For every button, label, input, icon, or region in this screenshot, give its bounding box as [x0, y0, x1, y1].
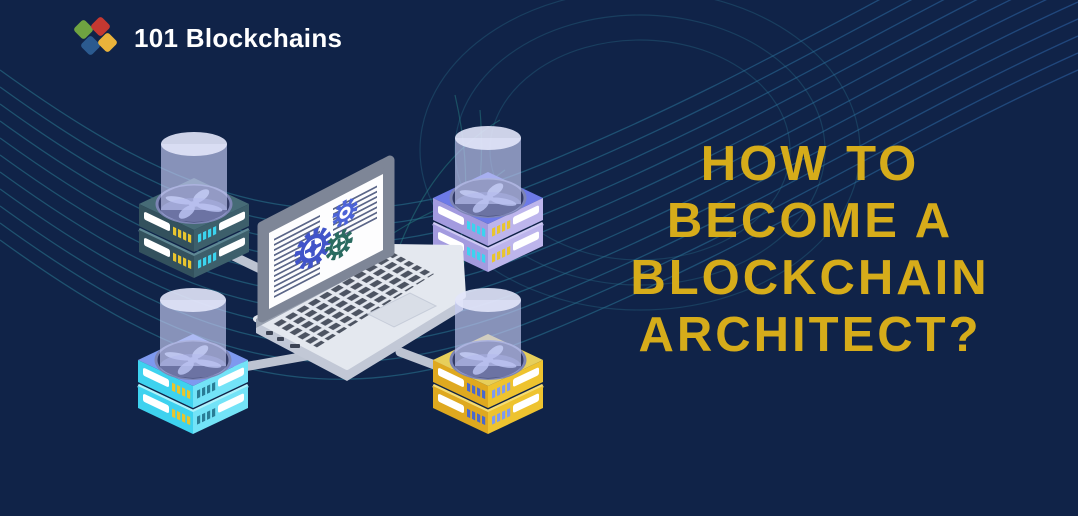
brand-name: 101 Blockchains: [134, 22, 343, 53]
server-node-top-left: [137, 130, 251, 280]
server-node-bottom-left: [136, 286, 250, 436]
laptop-trackpad: [366, 292, 438, 328]
page-title: HOW TO BECOME A BLOCKCHAIN ARCHITECT?: [552, 136, 1068, 364]
gear-icon: [294, 227, 332, 270]
gear-icon: [332, 198, 358, 227]
gear-icon: [325, 229, 353, 261]
headline-line-2: BECOME A: [666, 194, 954, 248]
brand-header: 101 Blockchains: [72, 15, 343, 60]
code-lines: [333, 183, 377, 244]
headline-line-4: ARCHITECT?: [638, 308, 982, 362]
laptop-keyboard: [272, 252, 434, 348]
headline-line-3: BLOCKCHAIN: [630, 251, 990, 305]
brand-logo: [72, 15, 122, 60]
laptop-illustration: [253, 155, 466, 381]
headline-line-1: HOW TO: [700, 137, 920, 191]
laptop-ports: [266, 331, 300, 348]
